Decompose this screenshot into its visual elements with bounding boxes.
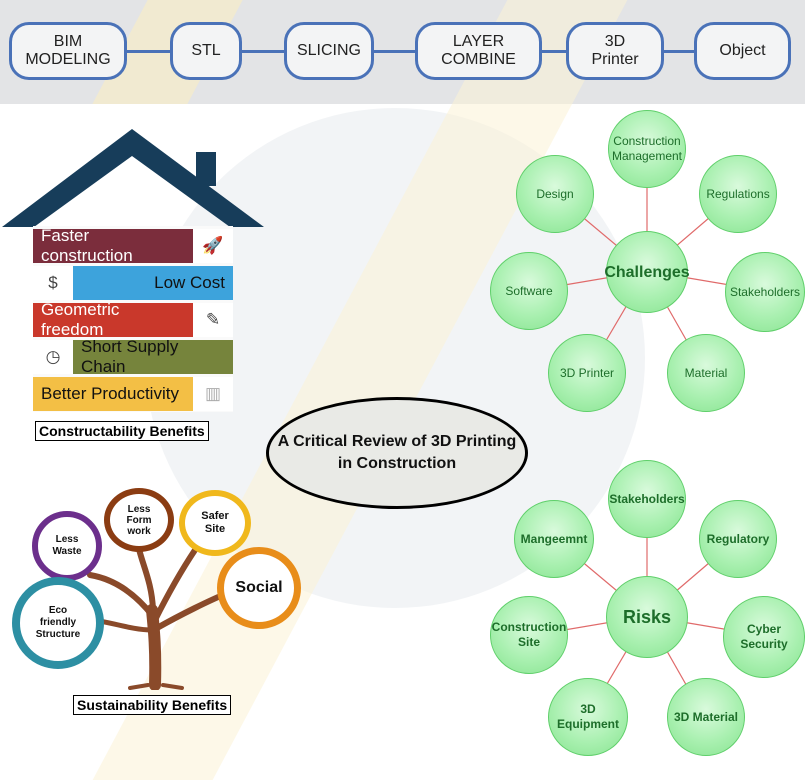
benefit-label: Geometric freedom bbox=[41, 300, 120, 339]
pipeline-step-slicing: SLICING bbox=[284, 22, 374, 80]
clock-icon: ◷ bbox=[33, 340, 73, 374]
sustainability-safer-site: Safer Site bbox=[179, 490, 251, 556]
pipeline-step-3d-printer: 3D Printer bbox=[566, 22, 664, 80]
pipeline-step-bim-modeling: BIM MODELING bbox=[9, 22, 127, 80]
risk-node: Regulatory bbox=[699, 500, 777, 578]
pipeline-connector bbox=[540, 50, 568, 53]
benefit-label: Faster construction bbox=[41, 226, 133, 265]
challenge-node: Stakeholders bbox=[725, 252, 805, 332]
sustainability-less-formwork: Less Form work bbox=[104, 488, 174, 552]
risk-node: 3D Equipment bbox=[548, 678, 628, 756]
challenge-node: Regulations bbox=[699, 155, 777, 233]
sustainability-eco-friendly: Eco friendly Structure bbox=[12, 577, 104, 669]
benefit-short-supply-chain: Short Supply Chain bbox=[73, 337, 233, 376]
central-title-ellipse: A Critical Review of 3D Printing in Cons… bbox=[266, 397, 528, 509]
house-roof-icon bbox=[2, 129, 264, 227]
ruler-icon: ✎ bbox=[193, 303, 233, 337]
benefit-label: Low Cost bbox=[154, 273, 225, 292]
risks-center-node: Risks bbox=[606, 576, 688, 658]
challenge-node: Construction Management bbox=[608, 110, 686, 188]
dollar-icon: $ bbox=[33, 266, 73, 300]
risk-node: Construction Site bbox=[490, 596, 568, 674]
benefit-low-cost: Low Cost bbox=[73, 266, 233, 300]
risk-node: 3D Material bbox=[667, 678, 745, 756]
pipeline-step-layer-combine: LAYER COMBINE bbox=[415, 22, 542, 80]
benefit-label: Better Productivity bbox=[41, 384, 179, 403]
challenge-node: Material bbox=[667, 334, 745, 412]
challenges-center-node: Challenges bbox=[604, 231, 690, 313]
sustainability-less-waste: Less Waste bbox=[32, 511, 102, 581]
sustainability-social: Social bbox=[217, 547, 301, 629]
risk-node: Stakeholders bbox=[608, 460, 686, 538]
risk-node: Mangeemnt bbox=[514, 500, 594, 578]
rocket-icon: 🚀 bbox=[193, 229, 233, 263]
pipeline-step-stl: STL bbox=[170, 22, 242, 80]
benefit-label: Short Supply Chain bbox=[81, 337, 179, 376]
pipeline-step-object: Object bbox=[694, 22, 791, 80]
sustainability-caption: Sustainability Benefits bbox=[73, 695, 232, 715]
challenge-node: Software bbox=[490, 252, 568, 330]
bar-chart-icon: ▥ bbox=[193, 377, 233, 411]
pipeline-connector bbox=[124, 50, 172, 53]
pipeline-connector bbox=[662, 50, 696, 53]
benefit-faster-construction: Faster construction bbox=[33, 226, 193, 265]
challenge-node: Design bbox=[516, 155, 594, 233]
benefit-geometric-freedom: Geometric freedom bbox=[33, 300, 193, 339]
challenge-node: 3D Printer bbox=[548, 334, 626, 412]
constructability-caption: Constructability Benefits bbox=[35, 421, 209, 441]
pipeline-connector bbox=[372, 50, 417, 53]
pipeline-connector bbox=[240, 50, 286, 53]
benefit-better-productivity: Better Productivity bbox=[33, 377, 193, 411]
risk-node: Cyber Security bbox=[723, 596, 805, 678]
